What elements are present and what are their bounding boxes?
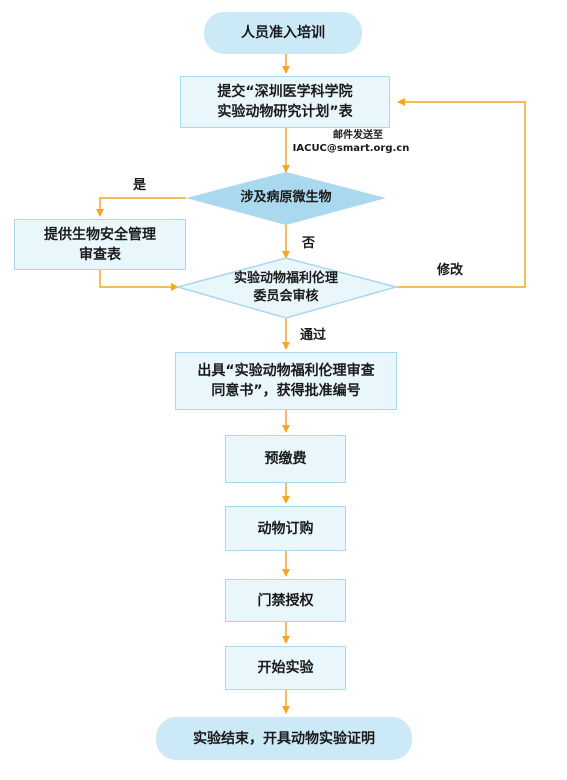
diamond-ethics <box>175 257 399 319</box>
node-prepay: 预缴费 <box>225 435 346 483</box>
label-yes: 是 <box>133 178 147 193</box>
node-biosafety-line2: 审查表 <box>79 246 121 263</box>
node-order-text: 动物订购 <box>257 520 314 537</box>
node-access-text: 门禁授权 <box>257 592 314 609</box>
node-biosafety: 提供生物安全管理 审查表 <box>14 219 186 270</box>
node-end: 实验结束，开具动物实验证明 <box>156 717 412 760</box>
node-submit: 提交“深圳医学科学院 实验动物研究计划”表 <box>180 76 390 128</box>
node-biosafety-line1: 提供生物安全管理 <box>44 226 156 243</box>
node-submit-line1: 提交“深圳医学科学院 <box>217 84 353 100</box>
node-start-text: 人员准入培训 <box>241 25 325 41</box>
node-start: 人员准入培训 <box>204 12 362 54</box>
email-label-line1: 邮件发送至 <box>333 130 383 141</box>
node-certificate-line2: 同意书”，获得批准编号 <box>211 383 361 399</box>
label-no: 否 <box>302 236 316 251</box>
pathogen-label: 涉及病原微生物 <box>240 190 332 205</box>
node-end-text: 实验结束，开具动物实验证明 <box>193 730 375 747</box>
node-begin: 开始实验 <box>225 646 346 690</box>
node-prepay-text: 预缴费 <box>264 451 307 467</box>
node-access: 门禁授权 <box>225 579 346 622</box>
email-label: 邮件发送至 IACUC@smart.org.cn <box>292 129 410 155</box>
diamond-pathogen-text: 涉及病原微生物 <box>196 188 376 208</box>
arrow-revise-submit <box>396 98 526 288</box>
arrow-biosafety-ethics <box>99 270 179 291</box>
node-certificate-line1: 出具“实验动物福利伦理审查 <box>197 363 375 379</box>
email-address: IACUC@smart.org.cn <box>292 143 410 154</box>
node-begin-text: 开始实验 <box>257 660 314 676</box>
node-order: 动物订购 <box>225 506 346 551</box>
arrow-yes-biosafety <box>96 197 186 217</box>
diamond-ethics-text: 实验动物福利伦理 委员会审核 <box>196 269 376 307</box>
diamond-pathogen <box>186 172 386 225</box>
label-pass: 通过 <box>300 328 327 343</box>
node-submit-line2: 实验动物研究计划”表 <box>217 104 353 120</box>
ethics-label-line2: 委员会审核 <box>253 289 319 304</box>
node-certificate: 出具“实验动物福利伦理审查 同意书”，获得批准编号 <box>175 352 397 410</box>
ethics-label-line1: 实验动物福利伦理 <box>233 271 338 286</box>
label-revise: 修改 <box>437 263 464 278</box>
